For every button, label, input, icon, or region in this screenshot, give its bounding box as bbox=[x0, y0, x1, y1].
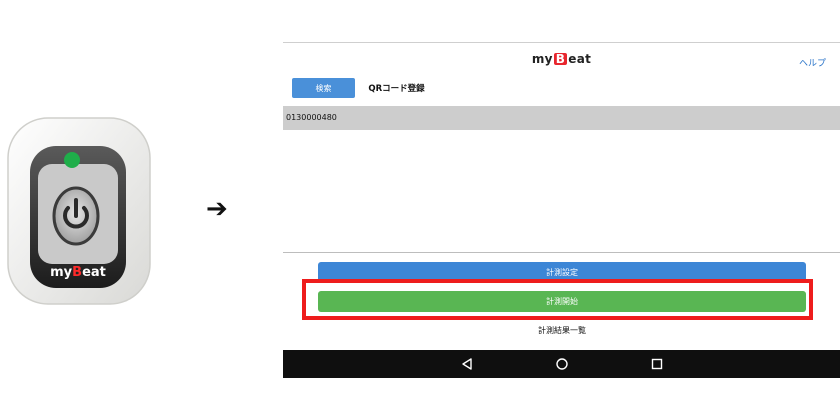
power-icon bbox=[52, 186, 100, 246]
brand-b-mark: B bbox=[553, 52, 568, 66]
recent-square-icon[interactable] bbox=[650, 357, 664, 371]
device-logo-text: myBeat bbox=[50, 265, 106, 280]
home-circle-icon[interactable] bbox=[555, 357, 569, 371]
highlight-box bbox=[302, 279, 813, 320]
back-triangle-icon[interactable] bbox=[460, 357, 474, 371]
qr-register-button[interactable]: QRコード登録 bbox=[359, 78, 434, 98]
help-link[interactable]: ヘルプ bbox=[798, 59, 826, 69]
android-nav-bar bbox=[283, 350, 840, 378]
device-list-item[interactable]: 0130000480 bbox=[283, 106, 840, 130]
search-button[interactable]: 検索 bbox=[292, 78, 355, 98]
arrow-right-icon: ➔ bbox=[206, 194, 228, 224]
measurement-settings-button[interactable]: 計測設定 bbox=[318, 262, 806, 282]
divider bbox=[283, 252, 840, 253]
start-measurement-button[interactable]: 計測開始 bbox=[318, 291, 806, 312]
measurement-results-list-button[interactable]: 計測結果一覧 bbox=[318, 320, 806, 340]
mybeat-device-image: myBeat bbox=[7, 117, 151, 305]
status-led bbox=[64, 152, 80, 168]
